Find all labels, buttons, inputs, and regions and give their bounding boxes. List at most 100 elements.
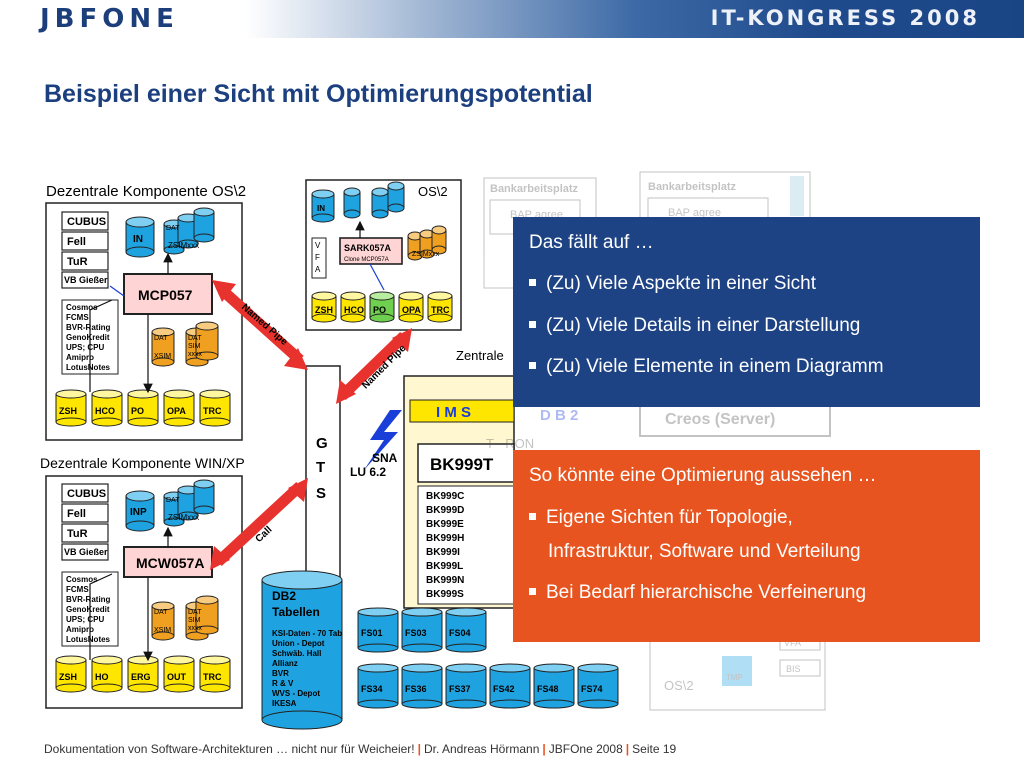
slide-title: Beispiel einer Sicht mit Optimierungspot… [44,80,593,108]
db-cylinder: PO [369,291,395,323]
dat-cylinder [431,225,447,255]
db2-table-label: BVR [272,669,289,678]
svg-text:DAT: DAT [166,225,180,232]
svg-text:DAT: DAT [154,609,168,616]
svg-text:ZSH: ZSH [315,305,333,315]
footer-topic: Dokumentation von Software-Architekturen… [44,742,415,756]
svg-text:I M S: I M S [436,404,471,421]
db-cylinder: TRC [199,389,231,427]
db-cylinder: FS36 [401,663,443,709]
stack-label: Fell [67,508,86,520]
db-cylinder: TRC [199,655,231,693]
footer-separator: | [542,742,546,756]
optimization-bullet: Bei Bedarf hierarchische Verfeinerung [529,577,866,609]
bullet-square-icon [529,587,536,595]
svg-text:DAT: DAT [188,335,202,342]
svg-text:BAP agree: BAP agree [668,207,721,219]
svg-text:xxxx: xxxx [188,351,203,358]
footer-separator: | [417,742,421,756]
component-label: BVR-Rating [66,323,111,332]
db-cylinder: FS37 [445,663,487,709]
svg-text:OPA: OPA [402,305,421,315]
db2-table-label: IKESA [272,699,297,708]
svg-text:FS36: FS36 [405,684,427,694]
svg-text:SARK057A: SARK057A [344,243,392,253]
svg-text:F: F [315,253,320,262]
svg-text:G: G [316,435,328,452]
jbfone-logo: JBFONE [40,4,179,34]
inp-cylinder: INP [125,490,155,532]
header-bar: JBFONE IT-KONGRESS 2008 [0,0,1024,38]
svg-text:DB2: DB2 [272,589,296,603]
db-cylinder: FS42 [489,663,531,709]
db2-table-label: KSI-Daten - 70 Tab [272,629,342,638]
svg-text:XSIM: XSIM [154,627,171,634]
svg-text:IN: IN [317,204,325,213]
observation-panel: Das fällt auf … (Zu) Viele Aspekte in ei… [513,217,980,407]
component-label: BVR-Rating [66,595,111,604]
svg-text:ZSIMxxx: ZSIMxxx [168,513,199,522]
db2-table-label: Allianz [272,659,298,668]
dat-cylinder [407,231,423,261]
db-cylinder: OPA [163,389,195,427]
svg-text:T: T [316,459,325,476]
svg-text:Named Pipe: Named Pipe [239,302,290,348]
db-cylinder: HO [91,655,123,693]
svg-text:ERG: ERG [131,672,151,682]
svg-text:FS01: FS01 [361,628,383,638]
db-cylinder: ZSH [55,655,87,693]
svg-text:OS\2: OS\2 [664,678,694,693]
svg-text:ZSH: ZSH [59,406,77,416]
footer-separator: | [625,742,630,756]
component-label: Amipro [66,625,94,634]
svg-text:VFA: VFA [784,638,801,648]
svg-text:HO: HO [95,672,109,682]
db-cylinder: OUT [163,655,195,693]
svg-text:FS74: FS74 [581,684,603,694]
svg-text:ZSIMxxx: ZSIMxxx [412,251,440,258]
component-label: GenoKredit [66,605,110,614]
bk-module-label: BK999H [426,533,464,544]
dat-cylinder [193,207,215,243]
db-cylinder: FS34 [357,663,399,709]
bk-module-label: BK999C [426,491,464,502]
footer-page: Seite 19 [632,742,677,756]
bullet-square-icon [529,361,536,369]
svg-text:ZSH: ZSH [59,672,77,682]
svg-text:Tabellen: Tabellen [272,605,320,619]
svg-text:XSIM: XSIM [154,353,171,360]
mcw057a-label: MCW057A [136,555,204,571]
bk-module-label: BK999N [426,575,464,586]
stack-label: CUBUS [67,488,106,500]
named-pipe-arrow-right: Named Pipe [336,328,412,404]
dat-cylinder [343,187,361,219]
bk-module-label: BK999I [426,547,460,558]
svg-text:V: V [315,241,321,250]
svg-text:TRC: TRC [203,672,222,682]
observation-bullet: (Zu) Viele Details in einer Darstellung [529,310,860,342]
svg-text:FS42: FS42 [493,684,515,694]
svg-text:FS03: FS03 [405,628,427,638]
sark057a-box [339,237,403,265]
db-cylinder: ZSH [55,389,87,427]
optimization-bullet: Eigene Sichten für Topologie, [529,502,793,534]
zentrale-label: Zentrale [456,348,504,363]
svg-text:T - RON: T - RON [486,436,534,451]
in-cylinder: IN [125,216,155,258]
svg-text:Bankarbeitsplatz: Bankarbeitsplatz [490,183,579,195]
svg-text:DAT: DAT [166,497,180,504]
component-label: GenoKredit [66,333,110,342]
db-cylinder: ERG [127,655,159,693]
dat-cylinder [419,229,435,259]
svg-text:FS34: FS34 [361,684,383,694]
svg-text:FS04: FS04 [449,628,471,638]
component-label: Cosmos [66,575,98,584]
dat-cylinder [387,181,405,213]
svg-text:OUT: OUT [167,672,187,682]
svg-text:xxxx: xxxx [188,625,203,632]
component-label: Cosmos [66,303,98,312]
congress-label: IT-KONGRESS 2008 [710,6,980,30]
optimization-panel: So könnte eine Optimierung aussehen … Ei… [513,450,980,642]
dat-cylinder [195,321,219,361]
